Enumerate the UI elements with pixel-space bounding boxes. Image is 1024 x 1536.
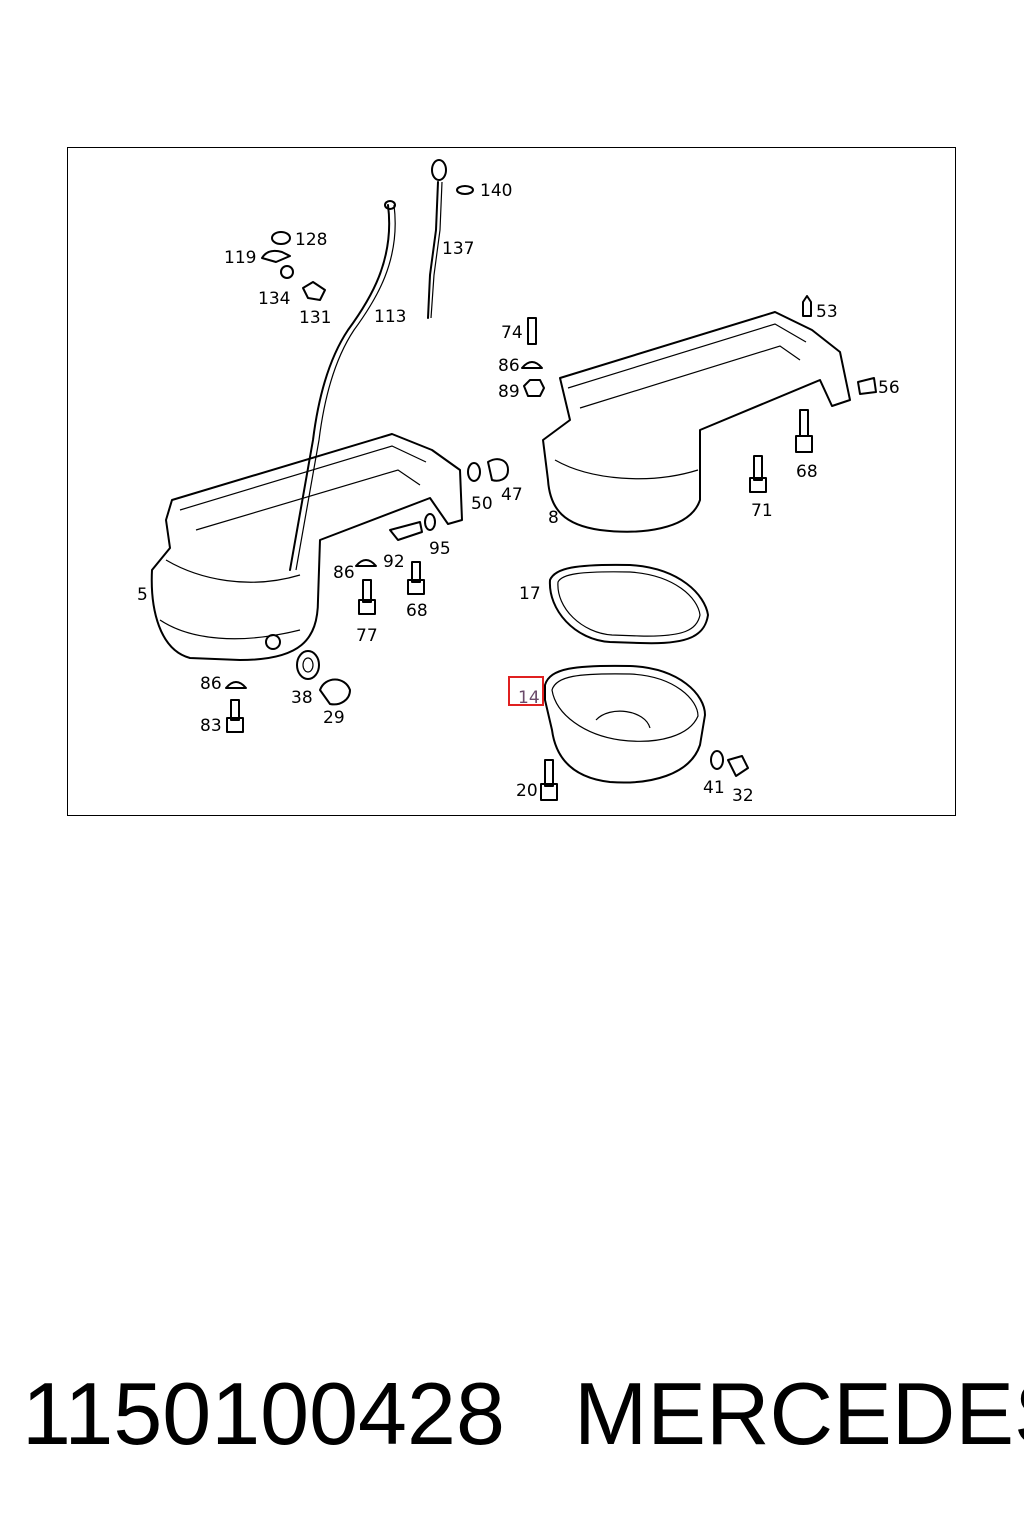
callout-5: 5	[137, 585, 148, 605]
callout-83: 83	[200, 716, 222, 736]
part-number: 1150100428	[22, 1364, 505, 1463]
dipstick-drawing	[427, 159, 447, 319]
callout-14: 14	[518, 688, 540, 708]
callout-131: 131	[299, 308, 331, 328]
callout-92: 92	[383, 552, 405, 572]
lower-oil-pan-drawing	[544, 664, 706, 784]
callout-47: 47	[501, 485, 523, 505]
callout-68: 68	[406, 601, 428, 621]
callout-86: 86	[498, 356, 520, 376]
callout-56: 56	[878, 378, 900, 398]
callout-41: 41	[703, 778, 725, 798]
callout-86: 86	[333, 563, 355, 583]
callout-128: 128	[295, 230, 327, 250]
callout-53: 53	[816, 302, 838, 322]
callout-140: 140	[480, 181, 512, 201]
upper-oil-pan-left-drawing	[150, 433, 463, 661]
callout-95: 95	[429, 539, 451, 559]
dipstick-tube-drawing	[289, 200, 396, 571]
callout-38: 38	[291, 688, 313, 708]
callout-32: 32	[732, 786, 754, 806]
callout-89: 89	[498, 382, 520, 402]
callout-71: 71	[751, 501, 773, 521]
callout-74: 74	[501, 323, 523, 343]
callout-17: 17	[519, 584, 541, 604]
callout-77: 77	[356, 626, 378, 646]
callout-8: 8	[548, 508, 559, 528]
callout-119: 119	[224, 248, 256, 268]
callout-134: 134	[258, 289, 290, 309]
callout-68: 68	[796, 462, 818, 482]
brand-name: MERCEDES	[574, 1364, 1024, 1463]
highlight-box	[508, 676, 544, 706]
oil-pan-gasket-drawing	[548, 563, 709, 645]
callout-50: 50	[471, 494, 493, 514]
callout-137: 137	[442, 239, 474, 259]
small-parts-top-left	[261, 185, 474, 301]
callout-20: 20	[516, 781, 538, 801]
callout-86: 86	[200, 674, 222, 694]
upper-oil-pan-right-drawing	[542, 311, 851, 533]
callout-29: 29	[323, 708, 345, 728]
callout-113: 113	[374, 307, 406, 327]
small-hardware-drawings	[225, 295, 877, 801]
